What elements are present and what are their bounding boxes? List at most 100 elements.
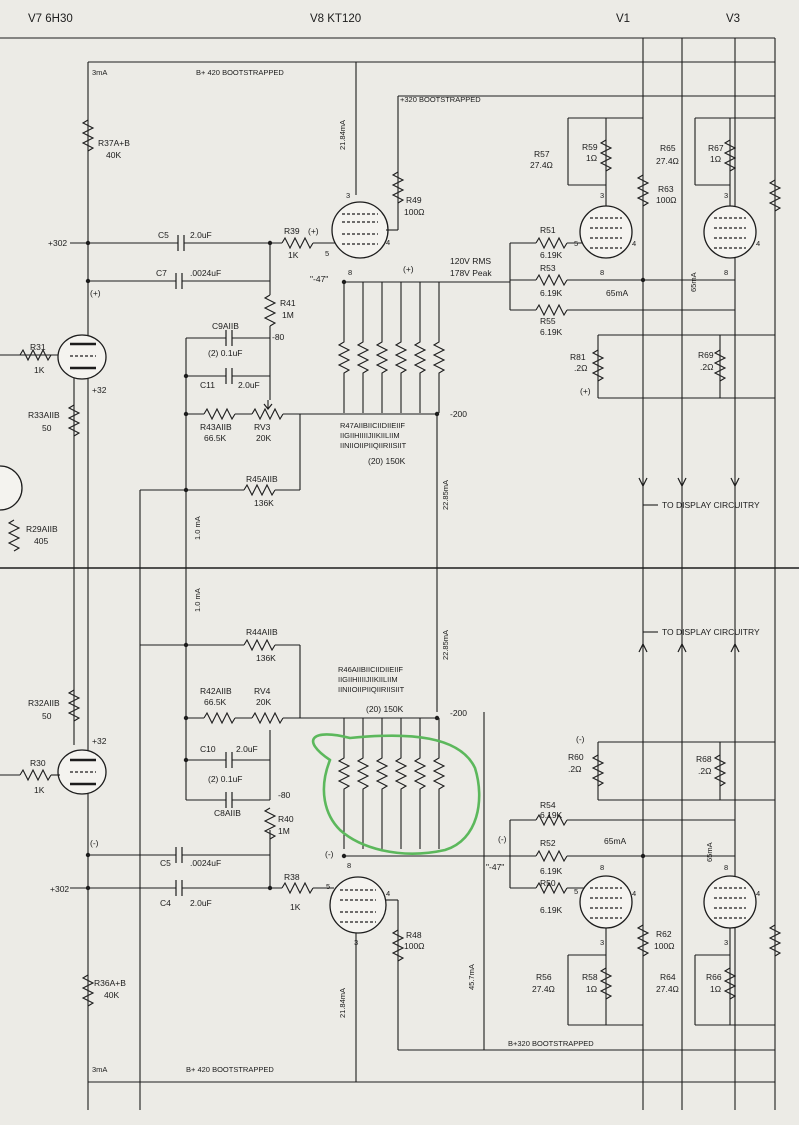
label-c8: C8AIIB (214, 808, 241, 818)
pin-8-v3-top: 8 (724, 268, 728, 277)
label-minus200-bot: -200 (450, 708, 467, 718)
label-c5-top-value: 2.0uF (190, 230, 212, 240)
resistor-r32 (67, 689, 81, 722)
pin-4-v1-top: 4 (632, 239, 636, 248)
label-rv3-value: 20K (256, 433, 271, 443)
pin-5-v8-bot: 5 (326, 882, 330, 891)
label-r69-value: .2Ω (700, 362, 713, 372)
label-r62: R62 (656, 929, 672, 939)
tube-v3-top (703, 205, 757, 259)
label-320-bot: B+320 BOOTSTRAPPED (508, 1039, 594, 1048)
potentiometer-rv4 (251, 711, 284, 725)
label-minus200-top: -200 (450, 409, 467, 419)
label-r31: R31 (30, 342, 46, 352)
label-r43-value: 66.5K (204, 433, 227, 443)
label-r46-line2: IIGIIHIIIIJIIKIILIIM (338, 675, 398, 684)
label-r57-value: 27.4Ω (530, 160, 553, 170)
pin-8-v3-bot: 8 (724, 863, 728, 872)
label-r55: R55 (540, 316, 556, 326)
label-r56-value: 27.4Ω (532, 984, 555, 994)
label-r54: R54 (540, 800, 556, 810)
label-178v-peak: 178V Peak (450, 268, 492, 278)
label-c5-bot: C5 (160, 858, 171, 868)
pin-4-v8-bot: 4 (386, 889, 390, 898)
label-r29-value: 405 (34, 536, 48, 546)
tube-v8-bot (329, 876, 387, 934)
label-minus47-bot: "-47" (486, 862, 504, 872)
label-r44-value: 136K (256, 653, 276, 663)
resistor-r49 (391, 171, 405, 204)
pin-8-v1-top: 8 (600, 268, 604, 277)
resistor-r55 (535, 303, 568, 317)
label-r60: R60 (568, 752, 584, 762)
label-plus-d: (+) (580, 386, 591, 396)
label-r46-line1: R46AIIBIICIIDIIEIIF (338, 665, 403, 674)
tube-v8-top (331, 201, 389, 259)
pin-3-v1-bot: 3 (600, 938, 604, 947)
label-minus-c: (-) (576, 734, 585, 744)
label-c9: C9AIIB (212, 321, 239, 331)
resistor-partial-right-top (768, 179, 782, 212)
label-minus47-top: "-47" (310, 274, 328, 284)
label-plus32-bot: +32 (92, 736, 107, 746)
label-r40-value: 1M (278, 826, 290, 836)
tube-v7-top (57, 334, 107, 380)
label-c4-value: 2.0uF (190, 898, 212, 908)
label-c11-value: 2.0uF (238, 380, 260, 390)
label-r37: R37A+B (98, 138, 130, 148)
pin-3-v3-top: 3 (724, 191, 728, 200)
label-r64-value: 27.4Ω (656, 984, 679, 994)
label-3ma-top: 3mA (92, 68, 107, 77)
label-65ma-d: 65mA (705, 842, 714, 862)
label-r44: R44AIIB (246, 627, 278, 637)
label-r38-value: 1K (290, 902, 301, 912)
label-320-top: +320 BOOTSTRAPPED (400, 95, 481, 104)
pin-4-v3-top: 4 (756, 239, 760, 248)
label-r32-value: 50 (42, 711, 52, 721)
label-r48-value: 100Ω (404, 941, 425, 951)
label-r56: R56 (536, 972, 552, 982)
junction-dots (85, 240, 646, 891)
pin-8-v1-bot: 8 (600, 863, 604, 872)
label-r59: R59 (582, 142, 598, 152)
header-v1: V1 (616, 13, 630, 25)
label-r32: R32AIIB (28, 698, 60, 708)
label-r45: R45AIIB (246, 474, 278, 484)
label-minus-d: (-) (498, 834, 507, 844)
resistor-r66 (723, 967, 737, 1000)
label-r41: R41 (280, 298, 296, 308)
resistor-r45 (243, 483, 276, 497)
rv3-wiper (263, 403, 273, 410)
label-r47-line3: IINIIOIIPIIQIIRIISIIT (340, 441, 407, 450)
header-v8: V8 KT120 (310, 13, 361, 25)
label-r30-value: 1K (34, 785, 45, 795)
label-r33: R33AIIB (28, 410, 60, 420)
label-c11: C11 (200, 380, 215, 390)
label-r48: R48 (406, 930, 422, 940)
label-r49-value: 100Ω (404, 207, 425, 217)
label-2285-top: 22.85mA (441, 480, 450, 510)
resistor-r51 (535, 236, 568, 250)
resistor-r52 (535, 849, 568, 863)
label-302-bot: +302 (50, 884, 69, 894)
label-r55-value: 6.19K (540, 327, 563, 337)
label-r50-value: 6.19K (540, 905, 563, 915)
tube-v1-bot (579, 875, 633, 929)
pin-3-v8-top: 3 (346, 191, 350, 200)
label-minus-b: (-) (325, 849, 334, 859)
label-r52: R52 (540, 838, 556, 848)
label-65ma-b: 65mA (689, 272, 698, 292)
pin-4-v1-bot: 4 (632, 889, 636, 898)
label-r68-value: .2Ω (698, 766, 711, 776)
label-r36: R36A+B (94, 978, 126, 988)
label-r39-value: 1K (288, 250, 299, 260)
label-rv4-value: 20K (256, 697, 271, 707)
label-r64: R64 (660, 972, 676, 982)
label-c7-value: .0024uF (190, 268, 221, 278)
label-c7: C7 (156, 268, 167, 278)
resistor-r68 (713, 754, 727, 787)
pin-4-v3-bot: 4 (756, 889, 760, 898)
label-r33-value: 50 (42, 423, 52, 433)
label-r65: R65 (660, 143, 676, 153)
label-r42-value: 66.5K (204, 697, 227, 707)
